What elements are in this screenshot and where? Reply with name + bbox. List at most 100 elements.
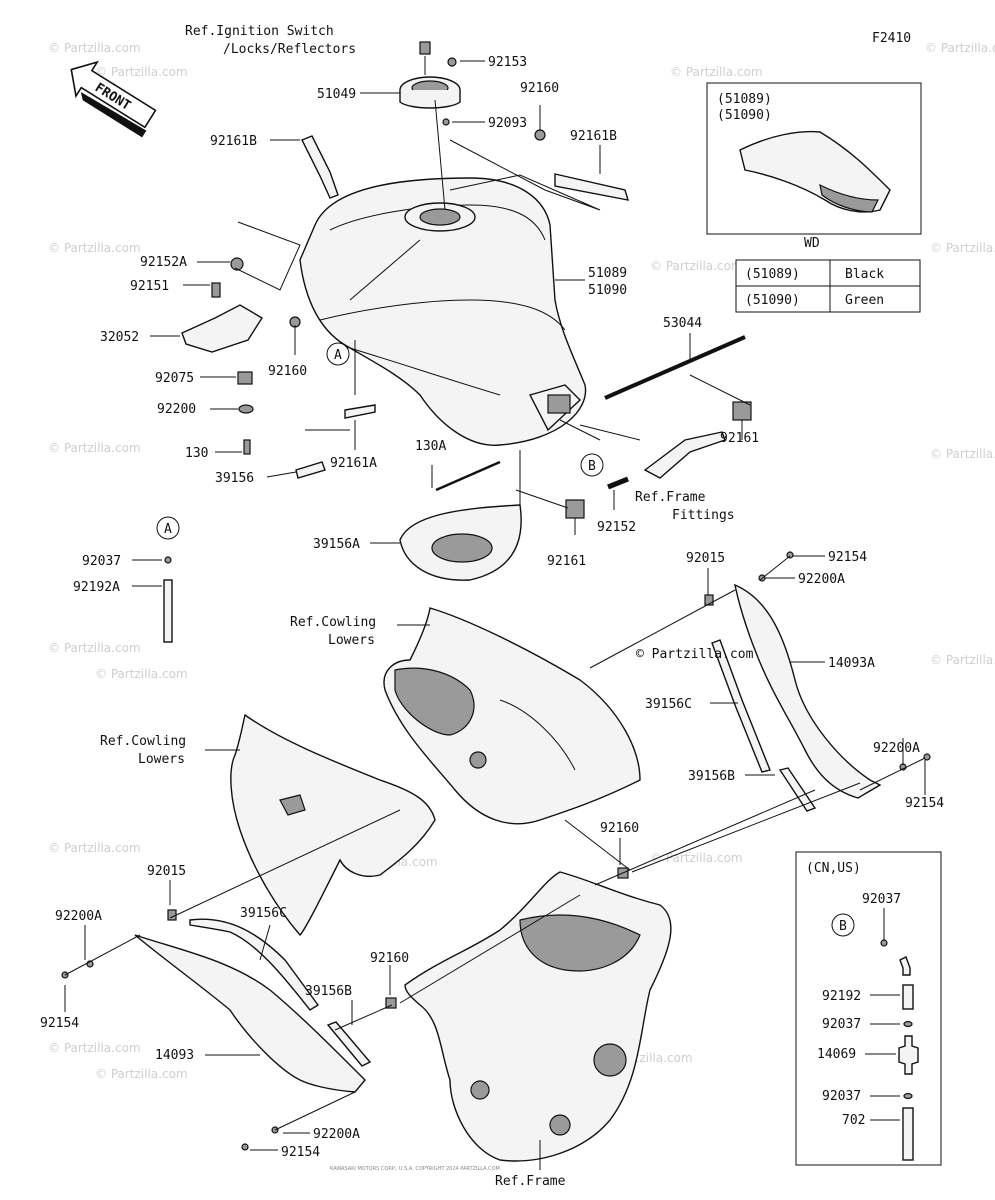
svg-text:B: B [588, 459, 596, 474]
callout-a-detail: A [156, 516, 180, 643]
screw-icon [786, 551, 794, 559]
bolt-icon [419, 41, 431, 55]
label-part: 92200A [55, 909, 102, 924]
label-part: 92154 [281, 1145, 320, 1160]
pad-39156 [295, 461, 326, 479]
damper-icon [565, 499, 585, 519]
leader-lines [150, 56, 751, 544]
svg-text:(51089): (51089) [717, 92, 772, 107]
inline-watermark: © Partzilla.com [636, 647, 754, 662]
label-part: 92161 [547, 554, 586, 569]
screw-icon [442, 118, 450, 126]
watermark: © Partzilla.com [48, 841, 141, 855]
inset-title: (CN,US) [806, 861, 861, 876]
label-part: 39156A [313, 537, 360, 552]
pad-92161a [344, 404, 376, 419]
label-part: 130A [415, 439, 446, 454]
callout-a: A [326, 342, 350, 366]
watermark: © Partzilla.com [48, 1041, 141, 1055]
inset-caption: WD [804, 236, 820, 251]
label-part: 92160 [520, 81, 559, 96]
trim-39156b-right [778, 767, 817, 812]
color-table-name: Black [845, 267, 884, 282]
cowling-lower-right-ref [383, 607, 641, 825]
bolt-icon [243, 439, 251, 455]
panel-14093 [134, 934, 366, 1093]
label-part: 92037 [82, 554, 121, 569]
label-ref-cowling: Lowers [328, 633, 375, 648]
bolt-130a [435, 460, 501, 492]
trim-39156c-right [711, 639, 771, 773]
svg-text:92192: 92192 [822, 989, 861, 1004]
watermark: © Partzilla.com [48, 41, 141, 55]
label-part: 130 [185, 446, 208, 461]
label-part: 92151 [130, 279, 169, 294]
bracket-32052 [181, 304, 263, 353]
label-part: 92152 [597, 520, 636, 535]
label-part: 92161A [330, 456, 377, 471]
screw-icon [241, 1143, 249, 1151]
inset-cnus: (CN,US) 92037 B 92192 92037 14069 92037 … [795, 851, 942, 1166]
trim-39156c-left [189, 918, 320, 1011]
label-part: 92154 [905, 796, 944, 811]
frame-ref [404, 871, 672, 1162]
label-part: 92200A [798, 572, 845, 587]
trim-39156b-left [326, 1021, 372, 1067]
label-ref-cowling: Ref.Cowling [100, 734, 186, 749]
watermark: © Partzilla.com [670, 65, 763, 79]
label-part: 39156 [215, 471, 254, 486]
callout-b: B [580, 453, 604, 477]
label-ref-ignition: Ref.Ignition Switch [185, 24, 334, 39]
watermark: © Partzilla.com [95, 1067, 188, 1081]
label-part: 92093 [488, 116, 527, 131]
label-part: 39156C [240, 906, 287, 921]
label-ref-cowling: Ref.Cowling [290, 615, 376, 630]
copyright-footer: KAWASAKI MOTORS CORP., U.S.A. COPYRIGHT … [330, 1166, 500, 1172]
nut-icon [385, 997, 397, 1009]
label-part: 32052 [100, 330, 139, 345]
frame-fittings-bracket [643, 431, 726, 479]
bracket-92161b-left [301, 135, 339, 199]
label-part: 92200A [313, 1127, 360, 1142]
svg-text:14069: 14069 [817, 1047, 856, 1062]
nut-icon [534, 129, 546, 141]
label-part: 92160 [600, 821, 639, 836]
filler-cap [399, 76, 461, 109]
svg-text:A: A [164, 522, 172, 537]
svg-text:92037: 92037 [822, 1089, 861, 1104]
svg-text:92037: 92037 [822, 1017, 861, 1032]
assembly-lines [64, 555, 926, 1170]
fuel-tank [299, 177, 587, 446]
color-table-code: (51089) [745, 267, 800, 282]
label-part: 92154 [40, 1016, 79, 1031]
screw-icon [447, 57, 457, 67]
svg-text:702: 702 [842, 1113, 865, 1128]
grommet-icon [469, 751, 487, 769]
part-labels: Ref.Ignition Switch /Locks/Reflectors 92… [40, 24, 944, 1189]
collar-92152 [607, 476, 629, 490]
watermark: © Partzilla.com [925, 41, 995, 55]
svg-text:(51090): (51090) [717, 108, 772, 123]
svg-text:92037: 92037 [862, 892, 901, 907]
watermark: © Partzilla.com [48, 641, 141, 655]
washer-icon [238, 404, 254, 414]
label-part: 92154 [828, 550, 867, 565]
label-part: 53044 [663, 316, 702, 331]
strip-53044 [604, 335, 746, 400]
label-part: 92075 [155, 371, 194, 386]
label-part: 51049 [317, 87, 356, 102]
nut-icon [704, 594, 714, 606]
label-part: 92200 [157, 402, 196, 417]
watermark: © Partzilla.com [95, 667, 188, 681]
label-ref-frame-fittings: Fittings [672, 508, 735, 523]
screw-icon [923, 753, 931, 761]
label-ref-frame-fittings: Ref.Frame [635, 490, 706, 505]
label-part: 14093 [155, 1048, 194, 1063]
watermark: © Partzilla.com [650, 851, 743, 865]
color-table-code: (51090) [745, 293, 800, 308]
watermark: © Partzilla.com [48, 441, 141, 455]
svg-text:B: B [839, 919, 847, 934]
label-part: 92192A [73, 580, 120, 595]
svg-text:A: A [334, 348, 342, 363]
watermark: © Partzilla.com [930, 241, 995, 255]
